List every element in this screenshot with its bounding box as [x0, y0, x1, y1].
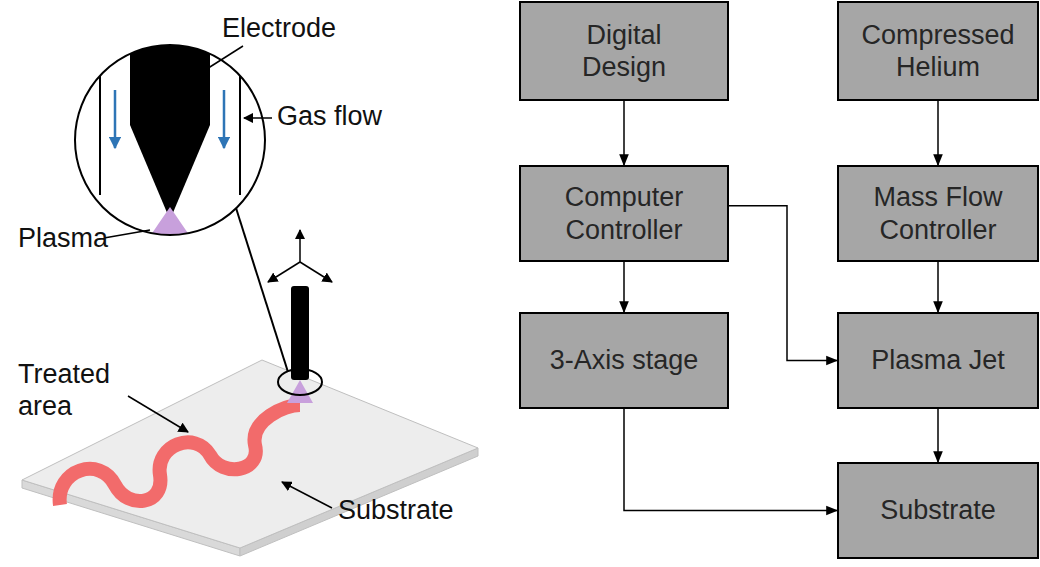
- box-label: Computer Controller: [537, 181, 712, 246]
- process-box: Computer Controller: [519, 165, 729, 262]
- leader-line: [244, 117, 272, 119]
- box-label: Plasma Jet: [871, 344, 1005, 376]
- box-label: Mass Flow Controller: [851, 181, 1026, 246]
- axis-arrow: [300, 262, 332, 282]
- flow-arrow: [623, 101, 625, 165]
- box-label: Digital Design: [549, 19, 699, 84]
- leader-line: [128, 396, 188, 432]
- process-box: Substrate: [837, 462, 1039, 559]
- flow-arrow: [937, 101, 939, 165]
- box-label: Substrate: [880, 494, 996, 526]
- leader-line: [104, 230, 150, 238]
- box-label: Compressed Helium: [851, 19, 1026, 84]
- plasma-plume: [287, 380, 313, 403]
- part-label: Electrode: [222, 12, 336, 44]
- inset-circle: [75, 45, 265, 235]
- flow-arrow: [624, 409, 837, 511]
- part-label: Gas flow: [277, 100, 382, 132]
- treated-track: [60, 405, 300, 505]
- part-label: Substrate: [338, 494, 454, 526]
- process-box: Mass Flow Controller: [837, 165, 1039, 262]
- zoom-line: [236, 208, 288, 372]
- flow-arrow: [729, 206, 837, 361]
- flow-arrow: [937, 409, 939, 462]
- process-box: 3-Axis stage: [519, 312, 729, 409]
- zoom-ring: [278, 369, 322, 395]
- inset-detail: [75, 30, 265, 242]
- axis-arrow: [299, 230, 301, 262]
- part-label: Plasma: [18, 222, 108, 254]
- part-label: Treated area: [18, 358, 143, 423]
- process-box: Digital Design: [519, 1, 729, 101]
- leader-line: [202, 46, 243, 72]
- leader-line: [282, 482, 332, 508]
- axis-arrow: [268, 262, 300, 282]
- nozzle: [291, 286, 309, 380]
- flow-arrow: [623, 262, 625, 312]
- process-box: Compressed Helium: [837, 1, 1039, 101]
- box-label: 3-Axis stage: [550, 344, 699, 376]
- process-box: Plasma Jet: [837, 312, 1039, 409]
- flow-arrow: [937, 262, 939, 312]
